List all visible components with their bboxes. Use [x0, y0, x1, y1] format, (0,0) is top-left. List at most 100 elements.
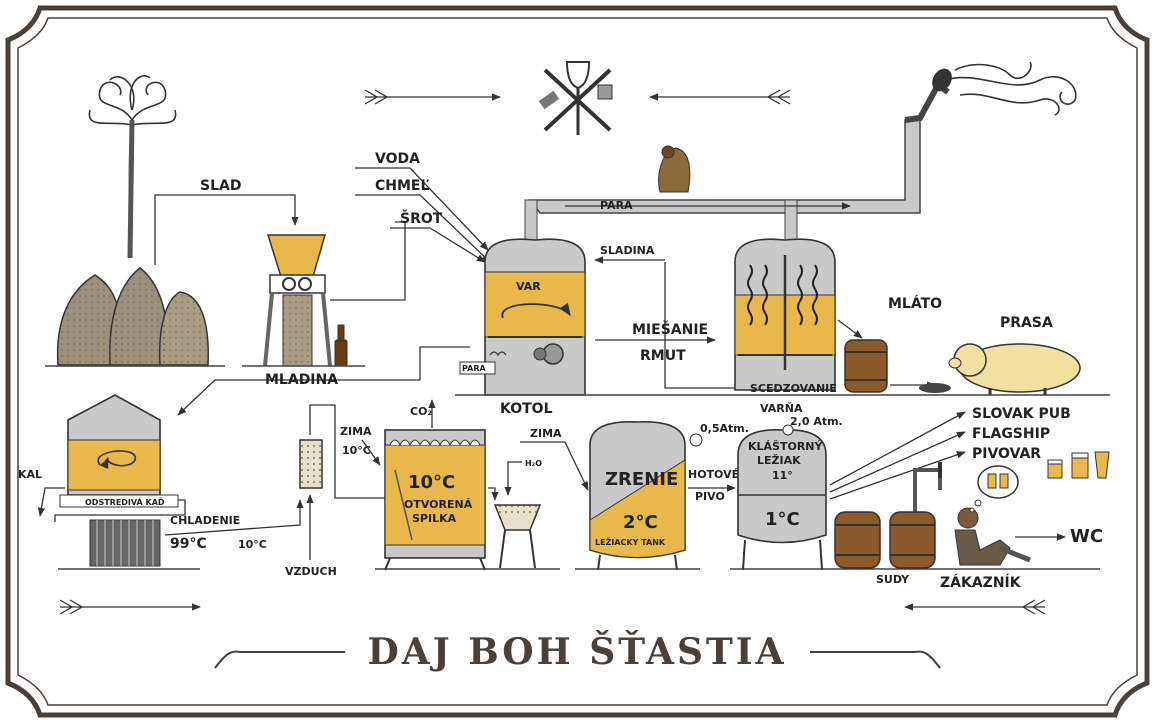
label-temp-99: 99°C: [170, 536, 207, 552]
crossed-tools-emblem-icon: [538, 61, 613, 135]
label-zima-1: ZIMA: [340, 425, 372, 438]
label-miesanie: MIEŠANIE: [632, 320, 708, 338]
label-zakaznik: ZÁKAZNÍK: [940, 574, 1022, 591]
label-klastorny-3: 11°: [772, 469, 793, 482]
chladenie-line: [54, 499, 186, 522]
bottom-arrow-left: [904, 599, 1046, 615]
pig-icon: [948, 343, 1081, 395]
beer-mugs-icon: [1047, 451, 1110, 479]
label-odstrediva-kad: ODSTREDIVÁ KAĎ: [85, 496, 165, 507]
kettle-kotol: [459, 238, 586, 396]
label-sudy: SUDY: [876, 573, 910, 586]
label-otvorena-1: OTVORENÁ: [404, 498, 473, 511]
ornamental-frame: [5, 5, 1150, 718]
label-para-small: PARA: [462, 364, 486, 373]
label-scedzovanie: SCEDZOVANIE: [750, 382, 837, 395]
label-para: PARA: [600, 199, 633, 212]
top-arrow-right: [364, 89, 501, 105]
filter-to-spilka-line: [309, 404, 385, 499]
chimney-pipe: [524, 68, 952, 243]
page-title: DAJ BOH ŠŤASTIA: [367, 631, 786, 673]
label-vzduch: VZDUCH: [285, 565, 337, 578]
kal-arrow: [37, 487, 65, 517]
title-flourish-right: [810, 650, 941, 669]
lauter-tun-varna: [734, 238, 836, 391]
scedzovanie-line: [664, 262, 740, 389]
label-temp-1: 1°C: [765, 509, 800, 530]
label-h2o: H₂O: [525, 459, 542, 468]
label-mlato: MLÁTO: [888, 295, 942, 312]
spent-grain-pile: [919, 383, 951, 393]
label-slad: SLAD: [200, 178, 241, 194]
label-temp-10-small: 10°C: [342, 444, 371, 457]
thought-bubble-icon: [969, 465, 1019, 513]
label-rmut: RMUT: [640, 348, 686, 364]
label-otvorena-2: SPILKA: [412, 512, 457, 525]
to-slovak-pub-arrow: [829, 411, 966, 486]
label-atm-05: 0,5Atm.: [700, 422, 749, 435]
label-pivovar: PIVOVAR: [972, 446, 1041, 462]
zima-2-arrow: [564, 441, 589, 491]
label-varna: VARŇA: [760, 402, 803, 415]
grain-mill: [263, 234, 332, 367]
label-chladenie: CHLADENIE: [170, 514, 240, 527]
serving-tank-klastorny: [737, 424, 827, 571]
label-hotove-1: HOTOVÉ: [688, 468, 739, 481]
label-kal: KAL: [18, 468, 42, 481]
label-mladina: MLADINA: [265, 372, 338, 388]
whirlpool-odstrediva-kad: [59, 394, 179, 508]
chmel-arrow: [355, 194, 491, 263]
yeast-funnel-icon: [493, 504, 542, 569]
label-hotove-2: PIVO: [695, 490, 725, 503]
customer-zakaznik-icon: [954, 507, 1031, 566]
air-filter-dots: [300, 440, 322, 488]
malt-sacks: [56, 267, 209, 366]
label-srot: ŠROT: [400, 209, 443, 227]
smoke-swirl-right-icon: [944, 61, 1077, 116]
label-zima-2: ZIMA: [530, 427, 562, 440]
barrels-sudy-icon: [834, 511, 936, 569]
eagle-icon: [658, 145, 691, 193]
bottle-icon: [334, 324, 348, 367]
spilka-to-funnel-line: [488, 487, 499, 501]
label-voda: VODA: [375, 151, 420, 167]
lagering-tank-zrenie: [589, 421, 703, 571]
label-sladina: SLADINA: [600, 244, 655, 257]
label-var: VAR: [516, 280, 541, 293]
label-klastorny-2: LEŽIAK: [757, 454, 801, 467]
bottom-arrow-right: [59, 599, 201, 615]
title-flourish-left: [214, 650, 345, 669]
beer-tap-icon: [913, 462, 942, 520]
barrel-small-icon: [844, 339, 888, 393]
label-wc: WC: [1070, 526, 1103, 547]
label-flagship: FLAGSHIP: [972, 426, 1050, 442]
label-zrenie: ZRENIE: [605, 469, 678, 490]
cooler-radiator-icon: [89, 519, 161, 567]
label-temp-10-big: 10°C: [408, 472, 455, 493]
label-atm-20: 2,0 Atm.: [790, 415, 843, 428]
label-slovak-pub: SLOVAK PUB: [972, 406, 1071, 422]
to-pivovar-arrow: [829, 451, 966, 500]
mladina-arrow: [177, 346, 470, 416]
top-arrow-left: [649, 89, 791, 105]
h2o-arrow: [504, 461, 522, 496]
cooling-flow-arrow: [164, 499, 304, 536]
label-temp-10-arrow: 10°C: [238, 538, 267, 551]
label-klastorny-1: KLÁŠTORNÝ: [748, 440, 823, 453]
srot-arrow: [390, 227, 486, 263]
zima-1-arrow: [361, 439, 381, 466]
label-co2: CO₂: [410, 405, 432, 418]
smoke-swirl-left-icon: [88, 75, 177, 259]
mill-to-kotol-line: [330, 221, 406, 301]
label-temp-2: 2°C: [623, 512, 658, 533]
label-leziacky-tank: LEŽIACKY TANK: [595, 536, 666, 547]
label-kotol: KOTOL: [500, 401, 553, 417]
label-chmel: CHMEĽ: [375, 178, 429, 194]
slad-arrow: [154, 194, 299, 265]
voda-arrow: [355, 167, 489, 251]
label-prasa: PRASA: [1000, 315, 1053, 331]
to-flagship-arrow: [829, 431, 966, 493]
mlato-arrow: [837, 319, 863, 339]
open-fermenter-spilka: [384, 429, 486, 571]
